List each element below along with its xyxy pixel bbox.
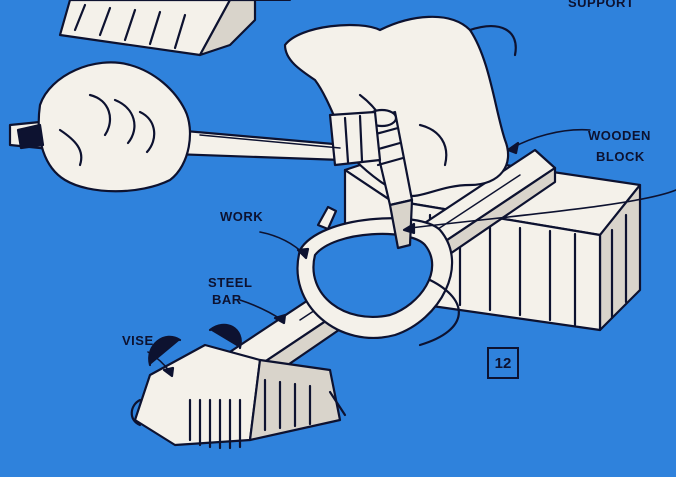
bar-label: BAR (212, 292, 242, 307)
wooden-label: WOODEN (588, 128, 651, 143)
support-block (60, 0, 290, 55)
vise-label: VISE (122, 333, 154, 348)
wooden-block-arrowhead (508, 143, 518, 153)
gripping-hand (18, 62, 190, 191)
block-label: BLOCK (596, 149, 645, 164)
support-label: SUPPORT (568, 0, 634, 10)
figure-number: 12 (487, 347, 519, 379)
steel-label: STEEL (208, 275, 252, 290)
work-label: WORK (220, 209, 263, 224)
